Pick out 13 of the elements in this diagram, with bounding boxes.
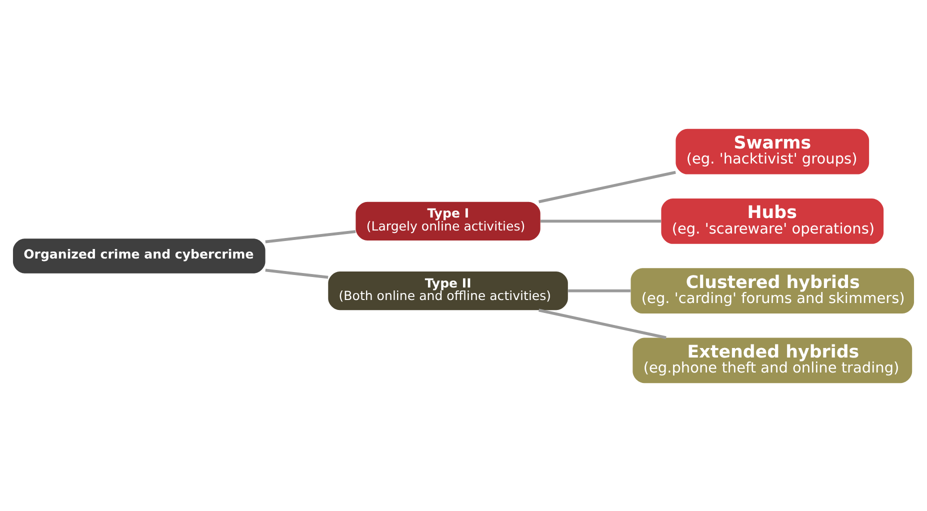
node-box: Extended hybrids (eg.phone theft and online trading) [632, 337, 912, 383]
node-box: Swarms (eg. 'hacktivist' groups) [676, 128, 870, 174]
connector [538, 308, 666, 339]
node-box: Clustered hybrids (eg. 'carding' forums and skimmers) [630, 268, 914, 314]
connector [568, 288, 631, 292]
connector [538, 170, 676, 203]
node-box: Type II (Both online and offline activities) [328, 270, 568, 310]
connector [265, 268, 328, 278]
connector [540, 219, 662, 222]
node-box: Hubs (eg. 'scareware' operations) [661, 198, 884, 244]
connector [265, 230, 356, 243]
node-box: Type I (Largely online activities) [356, 201, 540, 240]
node-box: Organized crime and cybercrime [12, 238, 266, 273]
